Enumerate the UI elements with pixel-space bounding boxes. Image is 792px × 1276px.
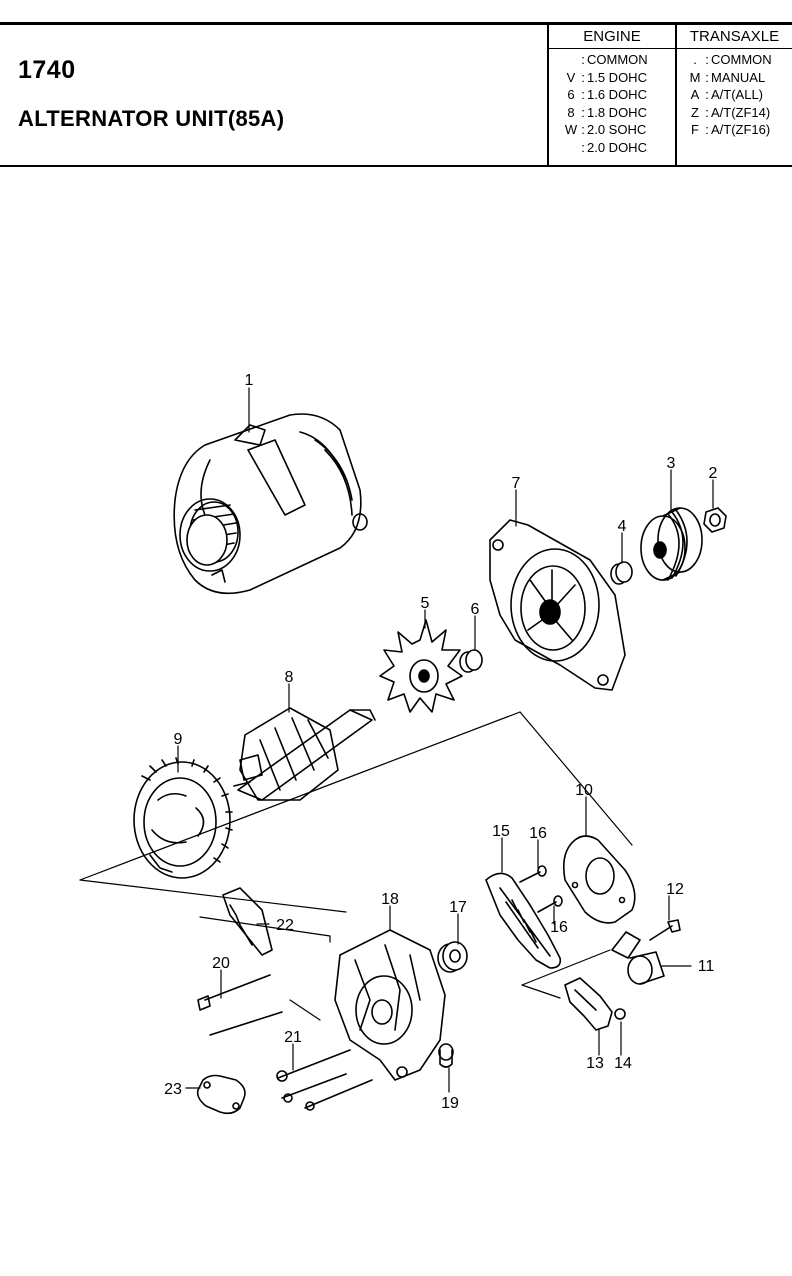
callout-6: 6 xyxy=(471,601,480,618)
capacitor-screw xyxy=(649,919,681,941)
drive-end-bracket xyxy=(489,519,626,691)
callout-15: 15 xyxy=(492,823,510,840)
transaxle-row-zf14: Z:A/T(ZF14) xyxy=(691,104,771,120)
engine-legend: ENGINE :COMMON V:1.5 DOHC 6:1.6 DOHC 8:1… xyxy=(547,25,675,165)
cooling-fan xyxy=(379,619,463,713)
callout-1: 1 xyxy=(245,372,254,389)
terminal-studs xyxy=(276,1049,373,1111)
engine-row-20dohc: :2.0 DOHC xyxy=(581,139,647,155)
callout-9: 9 xyxy=(174,731,183,748)
bushing xyxy=(438,1043,454,1068)
engine-row-w: W:2.0 SOHC xyxy=(564,122,647,137)
callout-8: 8 xyxy=(285,669,294,686)
transaxle-legend: TRANSAXLE .:COMMON M:MANUAL A:A/T(ALL) Z… xyxy=(675,25,792,165)
slip-ring-end-bracket xyxy=(334,929,446,1081)
cover-plate xyxy=(562,835,636,924)
engine-row-6: 6:1.6 DOHC xyxy=(567,87,647,102)
callout-13: 13 xyxy=(586,1055,604,1072)
spacer xyxy=(610,561,633,585)
through-bolts xyxy=(197,974,283,1036)
callout-22: 22 xyxy=(276,917,294,934)
callout-12: 12 xyxy=(666,881,684,898)
part-title: ALTERNATOR UNIT(85A) xyxy=(18,106,285,131)
transaxle-row-common: .:COMMON xyxy=(693,52,772,67)
pulley-nut xyxy=(703,507,727,533)
callout-numbers: 1 2 3 4 5 6 7 8 9 10 11 12 13 14 15 16 1… xyxy=(164,372,717,1112)
callout-16-lower: 16 xyxy=(550,919,568,936)
bearing xyxy=(437,941,468,973)
engine-row-v: V:1.5 DOHC xyxy=(566,69,647,85)
transaxle-row-zf16: F:A/T(ZF16) xyxy=(691,122,771,137)
header-top-rule xyxy=(0,22,792,25)
callout-14: 14 xyxy=(614,1055,632,1072)
rectifier-screws xyxy=(519,865,563,913)
callout-23: 23 xyxy=(164,1081,182,1098)
callout-4: 4 xyxy=(618,518,627,535)
callout-5: 5 xyxy=(421,595,430,612)
callout-19: 19 xyxy=(441,1095,459,1112)
engine-row-8: 8:1.8 DOHC xyxy=(567,104,647,120)
callout-7: 7 xyxy=(512,475,521,492)
callout-3: 3 xyxy=(667,455,676,472)
transaxle-row-at-all: A:A/T(ALL) xyxy=(690,87,764,102)
assembly-outline xyxy=(79,711,633,1021)
callout-11: 11 xyxy=(698,958,715,975)
stator xyxy=(133,757,233,879)
callout-21: 21 xyxy=(284,1029,302,1046)
callout-17: 17 xyxy=(449,899,467,916)
rotor xyxy=(233,707,376,801)
leader-lines xyxy=(177,387,714,1093)
rectifier xyxy=(485,872,562,969)
engine-row-common: :COMMON xyxy=(581,52,648,67)
callout-18: 18 xyxy=(381,891,399,908)
transaxle-legend-heading: TRANSAXLE xyxy=(677,25,792,49)
callout-20: 20 xyxy=(212,955,230,972)
callout-2: 2 xyxy=(709,465,718,482)
alternator-assembly xyxy=(173,413,368,595)
transaxle-row-manual: M:MANUAL xyxy=(689,69,766,85)
callout-16-upper: 16 xyxy=(529,825,547,842)
callout-10: 10 xyxy=(575,782,593,799)
pulley xyxy=(640,507,703,581)
part-code: 1740 xyxy=(18,56,76,84)
regulator-bracket xyxy=(564,977,626,1031)
header-bottom-rule xyxy=(0,165,792,167)
gasket xyxy=(196,1074,246,1115)
engine-legend-heading: ENGINE xyxy=(549,25,675,49)
brush-holder xyxy=(222,887,273,956)
collar xyxy=(459,649,483,673)
capacitor xyxy=(611,931,665,985)
